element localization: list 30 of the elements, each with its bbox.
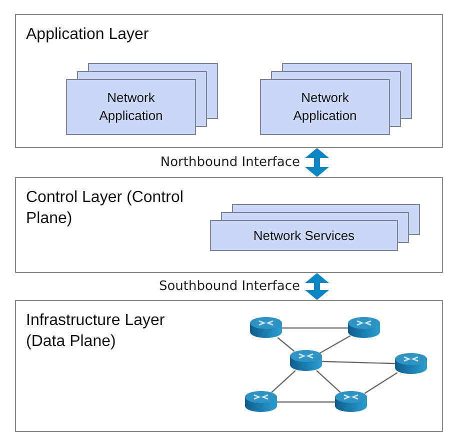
component-box bbox=[210, 220, 398, 251]
network-link bbox=[277, 337, 295, 352]
network-link bbox=[271, 370, 296, 393]
component-label: Network Services bbox=[253, 226, 355, 244]
interface-arrow bbox=[305, 148, 329, 177]
router-icon bbox=[249, 316, 283, 340]
network-link bbox=[280, 327, 350, 329]
layer-box bbox=[15, 177, 443, 273]
router-icon bbox=[289, 349, 323, 373]
edge-label: Southbound Interface bbox=[158, 278, 300, 296]
router-icon bbox=[244, 390, 278, 414]
component-box bbox=[260, 79, 390, 135]
component-box bbox=[66, 79, 196, 135]
component-label: Network Application bbox=[292, 89, 358, 125]
interface-arrow bbox=[305, 273, 329, 300]
network-link bbox=[364, 372, 398, 394]
layer-title: Application Layer bbox=[26, 25, 150, 45]
router-icon bbox=[334, 390, 368, 414]
layer-box bbox=[15, 14, 443, 148]
layer-title: Infrastructure Layer (Data Plane) bbox=[26, 311, 166, 352]
network-link bbox=[274, 401, 338, 403]
layer-box bbox=[15, 300, 443, 432]
network-link bbox=[316, 370, 341, 393]
router-icon bbox=[394, 352, 428, 376]
edge-label: Northbound Interface bbox=[159, 154, 300, 172]
network-link bbox=[320, 360, 398, 364]
component-label: Network Application bbox=[98, 89, 164, 125]
router-icon bbox=[347, 316, 381, 340]
network-link bbox=[319, 335, 351, 354]
layer-title: Control Layer (Control Plane) bbox=[26, 188, 184, 229]
